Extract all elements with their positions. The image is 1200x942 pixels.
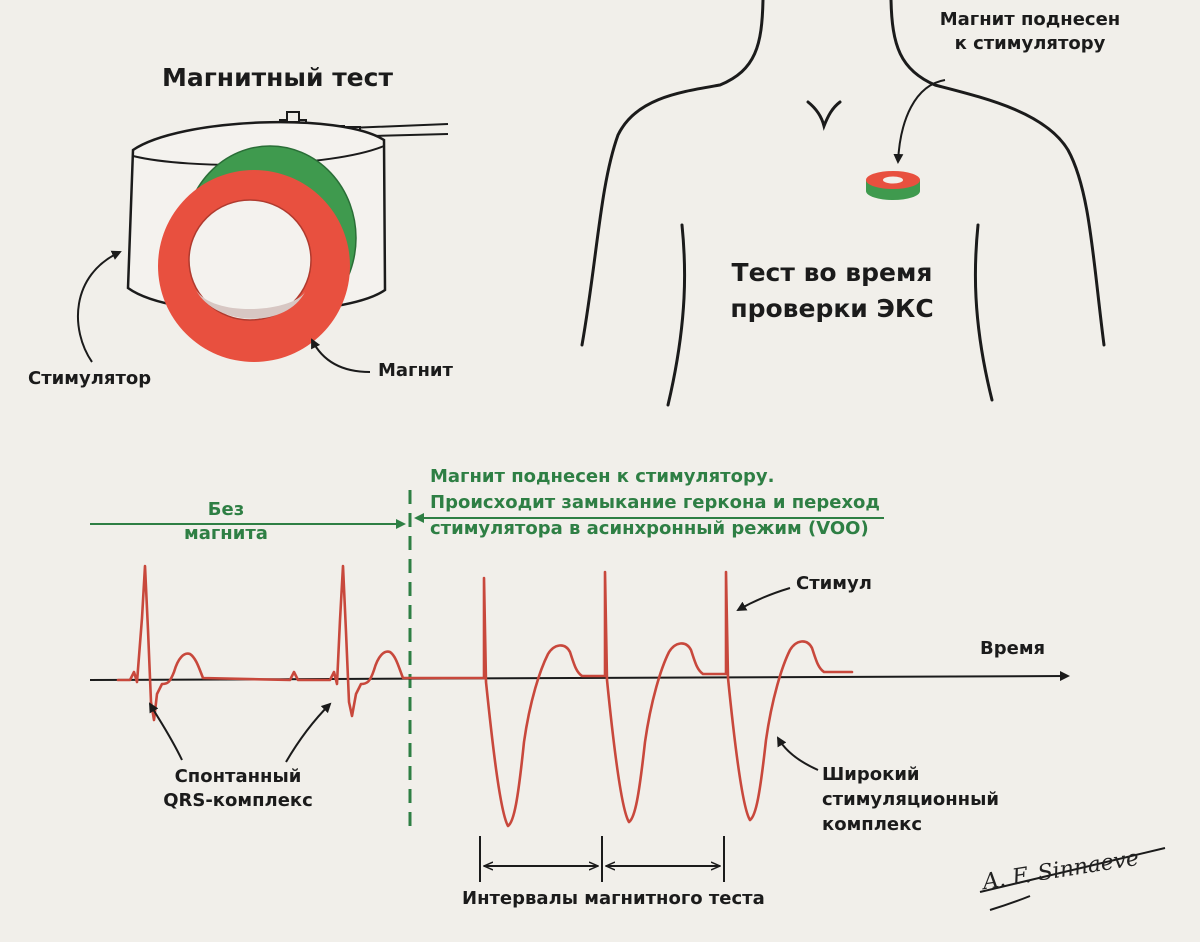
time-axis-label: Время xyxy=(980,638,1046,659)
magnet-applied-arrow xyxy=(893,79,946,164)
torso-outline xyxy=(580,0,1106,407)
spontaneous-qrs-caption: Спонтанный QRS-комплекс xyxy=(158,765,318,814)
magnet-pointer-arrow xyxy=(311,338,371,373)
magnet-note-line-2: Происходит замыкание геркона и переход xyxy=(430,492,880,514)
stimulator-label: Стимулятор xyxy=(28,368,152,389)
wide-complex-arrow xyxy=(777,736,819,771)
magnet-note-line-1: Магнит поднесен к стимулятору. xyxy=(430,466,775,487)
wide-line-2: стимуляционный xyxy=(822,789,999,811)
magnet-note-line-3: стимулятора в асинхронный режим (VOO) xyxy=(430,518,869,540)
spontaneous-qrs-arrow-2 xyxy=(285,702,332,763)
magnet-hole xyxy=(188,199,312,321)
magnet-label: Магнит xyxy=(378,360,453,381)
wide-paced-complex-caption: Широкий стимуляционный комплекс xyxy=(822,762,999,838)
test-during-check-caption: Тест во время проверки ЭКС xyxy=(712,255,952,328)
interval-markers xyxy=(479,836,725,882)
magnet-hole-shadow xyxy=(196,290,305,319)
magnet-test-title: Магнитный тест xyxy=(162,63,393,92)
spontaneous-line-2: QRS-комплекс xyxy=(163,790,313,812)
test-caption-line-2: проверки ЭКС xyxy=(730,294,934,324)
magnet-test-intervals-label: Интервалы магнитного теста xyxy=(462,888,765,909)
without-magnet-line-1: Без xyxy=(207,499,245,520)
wide-line-1: Широкий xyxy=(822,764,920,785)
stimulus-arrow xyxy=(736,587,791,611)
magnet-applied-line-2: к стимулятору xyxy=(954,33,1106,55)
pacemaker-illustration xyxy=(126,111,449,362)
stimulus-label: Стимул xyxy=(796,573,872,594)
spontaneous-line-1: Спонтанный xyxy=(174,766,302,787)
magnet-applied-caption: Магнит поднесен к стимулятору xyxy=(930,8,1130,57)
signature-underline xyxy=(979,847,1166,911)
stimulator-pointer-arrow xyxy=(76,250,122,363)
wide-line-3: комплекс xyxy=(822,814,923,836)
without-magnet-caption: Без магнита xyxy=(166,498,286,547)
spontaneous-qrs-arrow-1 xyxy=(149,702,183,761)
magnet-mode-note: Магнит поднесен к стимулятору. Происходи… xyxy=(430,464,880,542)
without-magnet-line-2: магнита xyxy=(184,523,268,545)
implanted-magnet xyxy=(866,171,920,200)
magnet-applied-line-1: Магнит поднесен xyxy=(939,9,1121,30)
test-caption-line-1: Тест во время xyxy=(731,258,933,287)
ecg-trace xyxy=(116,564,854,828)
